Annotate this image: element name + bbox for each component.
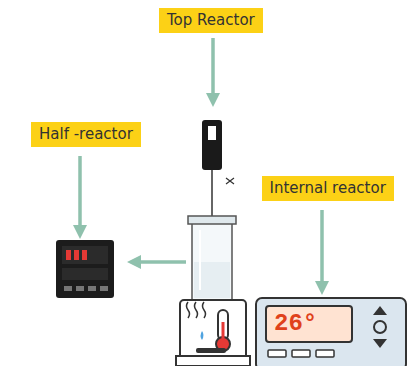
heater (176, 300, 250, 366)
label-box: Top Reactor (159, 8, 263, 33)
label-text: Top Reactor (167, 11, 255, 30)
temperature-controller (56, 240, 114, 298)
display-reading: 26° (274, 311, 317, 337)
label-box: Internal reactor (262, 176, 394, 201)
label-box: Half -reactor (31, 122, 141, 147)
beaker (188, 216, 236, 300)
thermostat (256, 298, 406, 366)
label-text: Half -reactor (39, 125, 133, 144)
label-text: Internal reactor (270, 179, 386, 198)
